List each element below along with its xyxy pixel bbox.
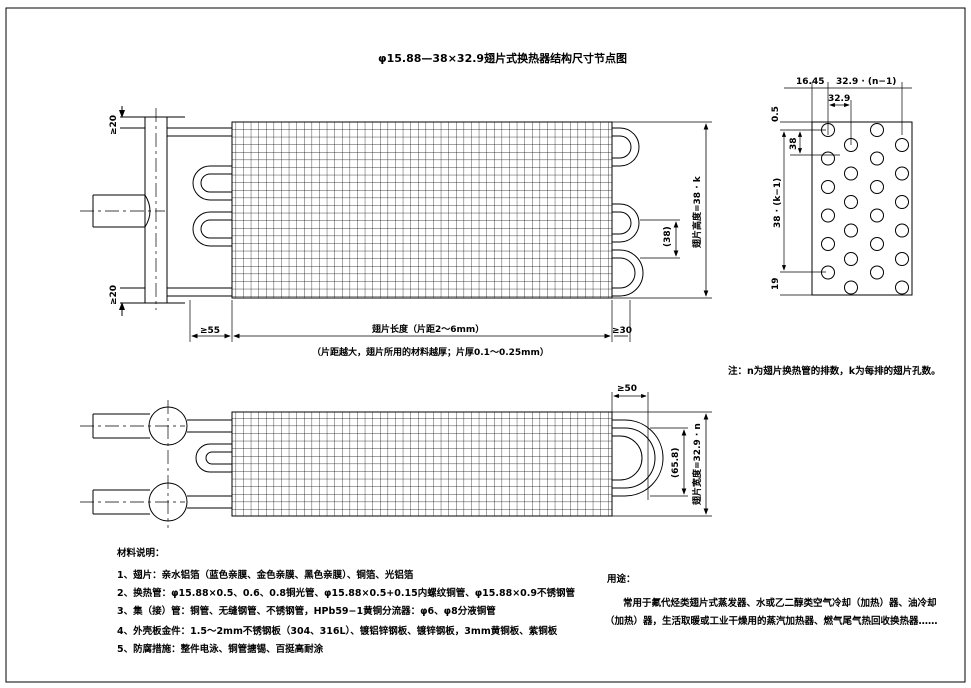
tube-hole (821, 208, 835, 223)
side-fin-block (811, 121, 913, 296)
dim-fin-length: 翅片长度（片距2～6mm） (371, 323, 484, 335)
tube-hole (821, 151, 835, 166)
tube-hole (844, 195, 858, 209)
dim-fin-width: 翅片宽度=32.9 · n (691, 423, 703, 506)
tube-hole (895, 138, 909, 152)
usage-line-2: （加热）器，生活取暖或工业干燥用的蒸汽加热器、燃气尾气热回收换热器…… (605, 616, 938, 627)
tube-hole (870, 237, 884, 251)
material-item: 4、外壳板金件：1.5～2mm不锈钢板（304、316L）、镀铝锌钢板、镀锌钢板… (117, 626, 558, 637)
tube-hole (895, 252, 909, 266)
top-fin-block (231, 411, 613, 517)
dim-fin-thickness-note: （片距越大，翅片所用的材料越厚；片厚0.1～0.25mm） (312, 346, 549, 358)
dim-bottom-ge20: ≥20 (109, 285, 119, 305)
tube-hole (895, 166, 909, 181)
dim-right-ge30: ≥30 (612, 326, 632, 336)
return-bends-right (612, 127, 644, 297)
tube-hole (870, 151, 884, 166)
material-item: 1、翅片：亲水铝箔（蓝色亲膜、金色亲膜、黑色亲膜）、铜箔、光铝箔 (117, 570, 414, 581)
tube-hole (821, 265, 835, 280)
front-view (80, 106, 712, 342)
dim-left-ge55: ≥55 (200, 326, 220, 336)
usage-line-1: 常用于氟代烃类翅片式蒸发器、水或乙二醇类空气冷却（加热）器、油冷却 (623, 598, 937, 609)
material-item: 2、换热管：φ15.88×0.5、0.6、0.8铜光管、φ15.88×0.5+0… (117, 588, 575, 599)
tube-hole (870, 208, 884, 223)
note: 注：n为翅片换热管的排数，k为每排的翅片孔数。 (728, 366, 941, 377)
material-item: 3、集（接）管：铜管、无缝钢管、不锈钢管，HPb59−1黄铜分流器：φ6、φ8分… (117, 606, 496, 617)
tube-hole (870, 123, 884, 137)
fin-block (231, 121, 613, 299)
dim-side-32-9: 32.9 (828, 94, 850, 104)
dim-side-38k: 38 · (k−1) (773, 178, 783, 228)
tube-hole (870, 180, 884, 194)
tube-hole (870, 265, 884, 280)
dim-fin-height: 翅片高度=38 · k (691, 175, 703, 249)
tube-hole (821, 237, 835, 251)
dim-side-16-45: 16.45 (796, 77, 824, 87)
dim-top-ge20: ≥20 (109, 115, 119, 135)
tube-hole (844, 252, 858, 266)
dim-side-0-5: 0.5 (771, 106, 781, 122)
side-view (780, 82, 913, 296)
tube-holes (821, 123, 909, 295)
title: φ15.88—38×32.9翅片式换热器结构尺寸节点图 (378, 51, 627, 65)
tube-hole (844, 166, 858, 181)
tube-hole (844, 280, 858, 295)
top-view (80, 392, 712, 528)
dim-side-19: 19 (771, 277, 781, 290)
usage-heading: 用途： (607, 574, 636, 585)
return-bends-left (192, 165, 232, 247)
tube-hole (895, 195, 909, 209)
tube-hole (821, 180, 835, 194)
tube-hole (844, 223, 858, 238)
dim-side-32-9n: 32.9 · (n−1) (836, 77, 896, 87)
dim-pitch-38: (38) (663, 226, 673, 247)
dim-side-38: 38 (789, 137, 799, 150)
dim-ge50: ≥50 (617, 384, 637, 394)
drawing-border (5, 7, 966, 683)
tube-hole (895, 280, 909, 295)
materials-heading: 材料说明： (117, 548, 165, 559)
dim-pitch-65-8: (65.8) (671, 448, 681, 478)
material-item: 5、防腐措施：整件电泳、铜管搪锡、百挺高耐涂 (117, 644, 324, 655)
tube-hole (895, 223, 909, 238)
